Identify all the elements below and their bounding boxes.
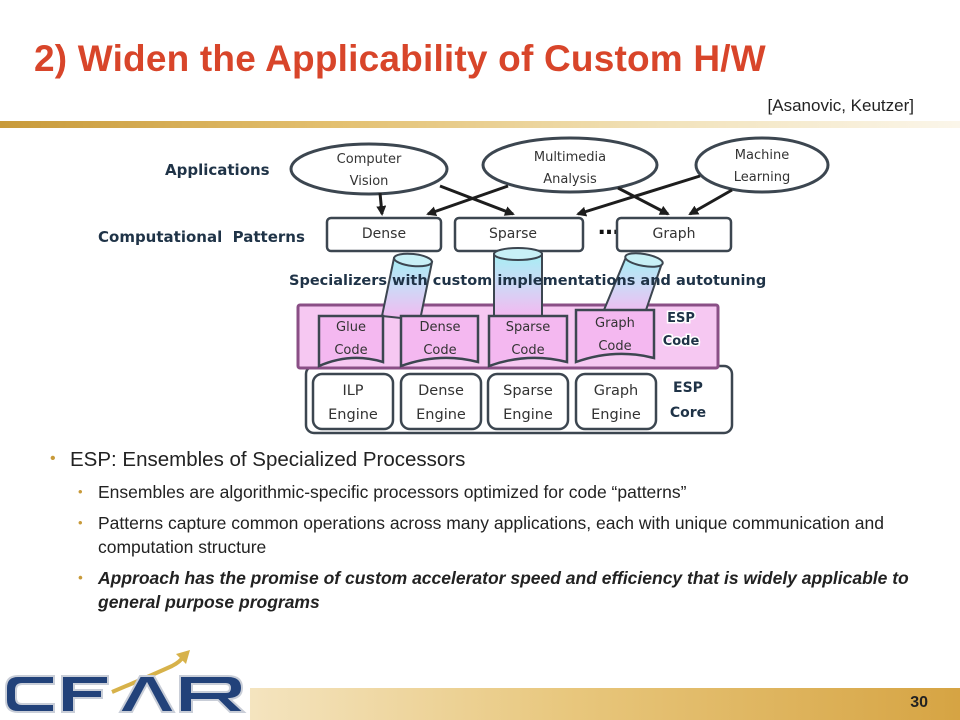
code-label-line2: Code [511,343,544,358]
logo-letter-f [61,675,109,713]
pattern-graph: Graph [615,216,733,253]
esp-core-line2: Core [670,405,706,421]
code-label-line2: Code [334,343,367,358]
logo-letter-c [5,675,55,713]
bullet-sub-text: Ensembles are algorithmic-specific proce… [98,482,687,502]
pattern-sparse: Sparse [453,216,585,253]
code-block-sparse: Sparse Code [487,314,569,368]
bullet-sub: • Ensembles are algorithmic-specific pro… [48,480,918,504]
code-block-dense: Dense Code [399,314,480,368]
bullet-sub-text: Patterns capture common operations acros… [98,513,884,557]
arrow [376,192,387,216]
bullet-main: • ESP: Ensembles of Specialized Processo… [48,448,918,472]
mapping-arrows [376,174,733,217]
specializer-cylinder-graph [602,252,664,318]
engine-ilp: ILP Engine [311,372,395,431]
esp-core-line1: ESP [673,380,703,396]
application-label-line1: Machine [735,148,789,163]
logo-swoosh [111,654,186,694]
application-machine-learning: Machine Learning [694,136,830,194]
specializers-label: Specializers with custom implementations… [289,273,766,289]
bullet-main-text: ESP: Ensembles of Specialized Processors [70,448,466,471]
code-label-line1: Sparse [506,320,551,335]
code-block-graph: Graph Code [574,308,656,364]
engine-label-line2: Engine [591,407,641,423]
bullet-sub-text: Approach has the promise of custom accel… [98,568,909,612]
application-label-line1: Multimedia [534,150,606,165]
bullet-sub-emphasis: • Approach has the promise of custom acc… [48,566,918,614]
pattern-label: Dense [362,226,406,242]
slide-title: 2) Widen the Applicability of Custom H/W [34,38,766,79]
engine-sparse: Sparse Engine [486,372,570,431]
code-label-line2: Code [423,343,456,358]
logo-letter-r [179,675,247,713]
pattern-label: Graph [653,226,696,242]
code-block-glue: Glue Code [317,314,385,368]
esp-code-label: ESP Code [661,310,701,351]
esp-code-line1: ESP [667,311,695,326]
bullet-marker: • [78,484,83,499]
bullet-sub: • Patterns capture common operations acr… [48,511,918,559]
engine-label-line1: Graph [594,383,638,399]
logo-letter-a [118,675,176,713]
bullet-marker: • [78,570,83,585]
bullet-marker: • [50,450,56,467]
application-label-line2: Vision [350,174,389,189]
engine-label-line2: Engine [416,407,466,423]
pattern-label: Sparse [489,226,537,242]
engine-graph: Graph Engine [574,372,658,431]
code-label-line1: Graph [595,316,635,331]
row-label-applications: Applications [165,161,270,179]
page-number: 30 [910,694,928,711]
bullet-marker: • [78,515,83,530]
engine-label-line1: Sparse [503,383,553,399]
application-label-line2: Learning [734,170,790,185]
engine-dense: Dense Engine [399,372,483,431]
code-label-line1: Dense [419,320,460,335]
arrow [617,186,670,216]
specializer-cylinder-sparse [493,247,543,318]
code-label-line2: Code [598,339,631,354]
title-rule [0,121,960,128]
pattern-dense: Dense [325,216,443,253]
citation: [Asanovic, Keutzer] [767,96,914,115]
arrow [426,184,509,217]
ellipsis: … [598,215,620,240]
logo-arrowhead [176,650,190,664]
arrow [688,188,733,216]
arrow [576,174,701,217]
engine-label-line1: Dense [418,383,464,399]
bullet-list: • ESP: Ensembles of Specialized Processo… [48,448,918,621]
esp-diagram: Applications Computational Patterns Comp… [98,136,830,435]
esp-code-line2: Code [663,334,700,349]
application-label-line1: Computer [337,152,402,167]
row-label-patterns: Computational Patterns [98,228,305,246]
footer-bar [250,688,960,720]
code-label-line1: Glue [336,320,366,335]
engine-label-line2: Engine [328,407,378,423]
arrow [439,184,515,216]
application-computer-vision: Computer Vision [289,142,449,196]
cfar-logo [5,650,247,713]
application-multimedia-analysis: Multimedia Analysis [481,136,659,194]
application-label-line2: Analysis [543,172,597,187]
engine-label-line2: Engine [503,407,553,423]
engine-label-line1: ILP [342,383,363,399]
